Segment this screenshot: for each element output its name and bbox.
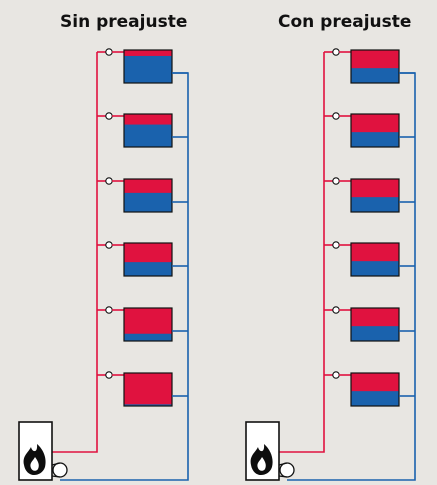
radiator-row	[324, 371, 415, 407]
valve-icon	[105, 306, 113, 314]
valve-icon	[332, 48, 340, 56]
pump-icon	[279, 462, 295, 478]
radiator-outline	[123, 372, 173, 407]
pump-line	[51, 475, 61, 478]
supply-main	[279, 52, 325, 453]
radiator-hot-zone	[351, 179, 399, 198]
radiator-hot-zone	[124, 243, 172, 263]
pump-icon	[52, 462, 68, 478]
radiator-outline	[350, 372, 400, 407]
radiator-row	[324, 306, 415, 342]
radiator-row	[324, 48, 415, 84]
radiator-row	[324, 112, 415, 148]
radiator-row	[97, 48, 188, 84]
radiator-outline	[350, 49, 400, 84]
radiator-outline	[123, 242, 173, 277]
radiator-hot-zone	[351, 308, 399, 327]
radiator-outline	[123, 178, 173, 213]
radiator-row	[97, 112, 188, 148]
radiator-hot-zone	[351, 373, 399, 392]
supply-main	[52, 52, 98, 453]
valve-icon	[332, 112, 340, 120]
radiator-outline	[350, 307, 400, 342]
valve-icon	[105, 371, 113, 379]
radiator-row	[97, 306, 188, 342]
radiator-outline	[350, 242, 400, 277]
radiator-hot-zone	[124, 114, 172, 125]
radiator-hot-zone	[124, 373, 172, 405]
radiator-row	[97, 241, 188, 277]
radiator-hot-zone	[351, 114, 399, 133]
radiator-outline	[350, 178, 400, 213]
radiator-hot-zone	[124, 308, 172, 334]
valve-icon	[332, 241, 340, 249]
valve-icon	[332, 306, 340, 314]
radiator-hot-zone	[124, 50, 172, 56]
pump-line	[278, 462, 288, 466]
valve-icon	[105, 177, 113, 185]
valve-icon	[105, 241, 113, 249]
radiator-hot-zone	[351, 50, 399, 69]
flame-inner	[30, 457, 39, 471]
valve-icon	[105, 48, 113, 56]
radiator-hot-zone	[351, 243, 399, 262]
radiator-outline	[123, 49, 173, 84]
radiator-hot-zone	[124, 179, 172, 193]
system-con-preajuste	[245, 48, 416, 481]
pump-line	[278, 475, 288, 478]
radiator-outline	[123, 307, 173, 342]
radiator-row	[97, 177, 188, 213]
flame-inner	[257, 457, 266, 471]
radiator-row	[324, 241, 415, 277]
system-sin-preajuste	[18, 48, 189, 481]
radiator-row	[97, 371, 188, 407]
valve-icon	[332, 177, 340, 185]
radiator-outline	[123, 113, 173, 148]
valve-icon	[105, 112, 113, 120]
radiator-row	[324, 177, 415, 213]
title-sin-preajuste: Sin preajuste	[60, 12, 188, 32]
radiator-outline	[350, 113, 400, 148]
pump-line	[51, 462, 61, 466]
title-con-preajuste: Con preajuste	[278, 12, 412, 32]
valve-icon	[332, 371, 340, 379]
